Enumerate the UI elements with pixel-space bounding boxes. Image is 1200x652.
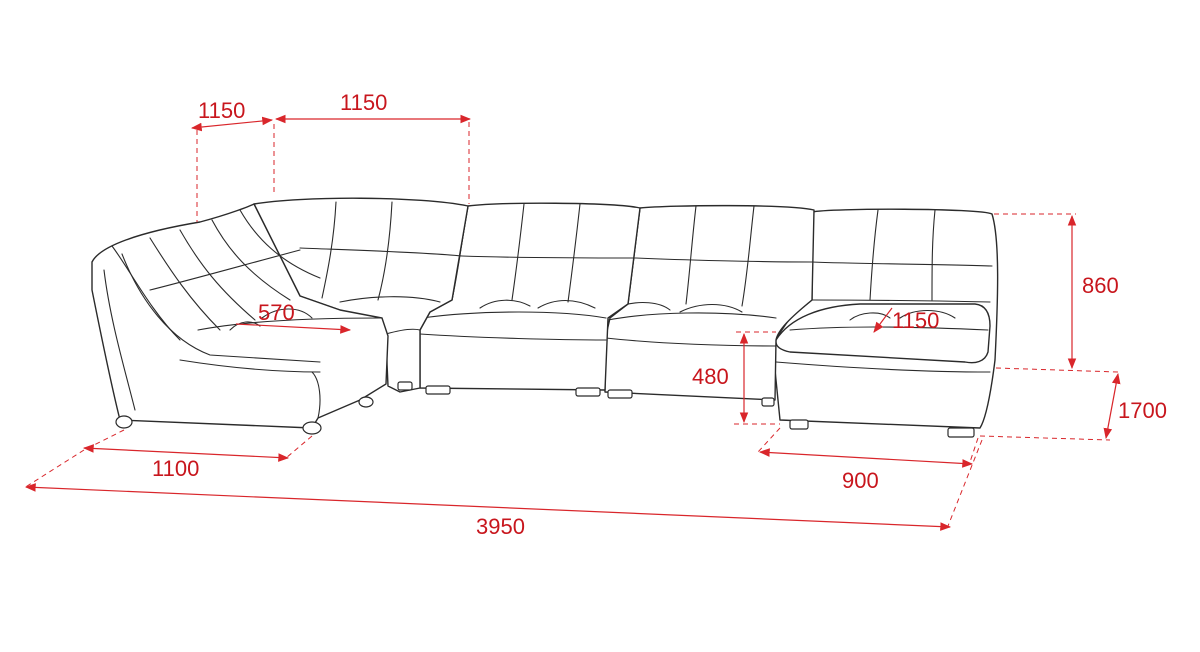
- label-left-module-depth: 1100: [152, 456, 199, 481]
- label-overall-depth: 1700: [1118, 398, 1167, 423]
- label-overall-height: 860: [1082, 273, 1119, 298]
- dim-line-overall-depth: [1103, 372, 1121, 440]
- label-seat-depth: 570: [258, 300, 295, 325]
- ext-line-left-depth-b: [285, 435, 313, 459]
- dim-line-chaise-width: [758, 448, 974, 468]
- ext-line-height-bottom: [995, 367, 1119, 373]
- ext-line-length-right: [947, 439, 983, 527]
- ext-line-depth-bottom: [979, 435, 1111, 441]
- label-overall-length: 3950: [476, 514, 525, 539]
- label-chaise-depth: 1150: [892, 308, 939, 333]
- corner-module: [253, 197, 469, 393]
- dim-line-left-module-depth: [82, 444, 290, 462]
- ext-line-left-depth-a: [83, 429, 125, 451]
- sofa-drawing: [91, 197, 999, 438]
- label-seat-height: 480: [692, 364, 729, 389]
- dim-line-top-left-width: [190, 116, 274, 132]
- label-top-left-width: 1150: [198, 98, 245, 123]
- ext-line-chaise-width-b: [969, 437, 979, 463]
- label-chaise-width: 900: [842, 468, 879, 493]
- dim-line-seat-depth: [235, 323, 352, 334]
- left-curved-module: [91, 203, 389, 435]
- dimension-lines: [23, 114, 1121, 531]
- label-top-middle-width: 1150: [340, 90, 387, 115]
- dim-line-overall-length: [24, 483, 952, 531]
- chaise-module: [773, 208, 999, 438]
- dimension-labels: 1150 1150 860 1700 570 1150 480 1100 900…: [152, 90, 1167, 539]
- dim-line-chaise-depth: [873, 307, 893, 333]
- ext-line-chaise-width-a: [757, 427, 781, 453]
- ext-line-length-left: [23, 449, 85, 489]
